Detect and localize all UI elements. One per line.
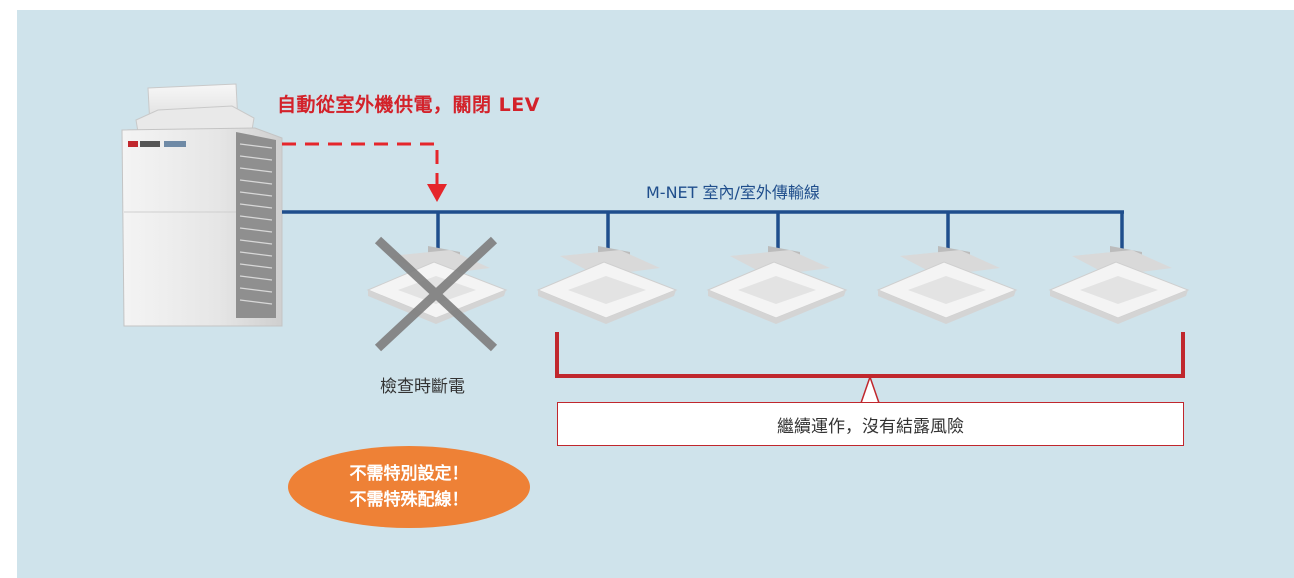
transmission-line-label: M-NET 室內/室外傳輸線 xyxy=(646,183,820,202)
indoor-unit-5 xyxy=(1048,246,1190,324)
indoor-unit-4 xyxy=(876,246,1018,324)
callout-line-2: 不需特殊配線！ xyxy=(349,490,469,510)
callout-ellipse: 不需特別設定！ 不需特殊配線！ xyxy=(288,446,530,528)
transmission-line xyxy=(282,210,1124,250)
power-supply-arrow xyxy=(282,142,447,202)
indoor-unit-3 xyxy=(706,246,848,324)
outdoor-power-label: 自動從室外機供電，關閉 LEV xyxy=(277,94,540,116)
disconnected-unit-label: 檢查時斷電 xyxy=(380,377,465,397)
outdoor-unit xyxy=(121,83,283,327)
disconnected-cross-icon xyxy=(374,236,498,352)
continuing-units-bracket xyxy=(555,332,1185,404)
indoor-unit-2 xyxy=(536,246,678,324)
callout-line-1: 不需特別設定！ xyxy=(349,464,469,484)
indoor-unit-1 xyxy=(366,246,508,324)
continuing-operation-label: 繼續運作，沒有結露風險 xyxy=(777,416,964,437)
continuing-operation-box: 繼續運作，沒有結露風險 xyxy=(557,402,1184,446)
